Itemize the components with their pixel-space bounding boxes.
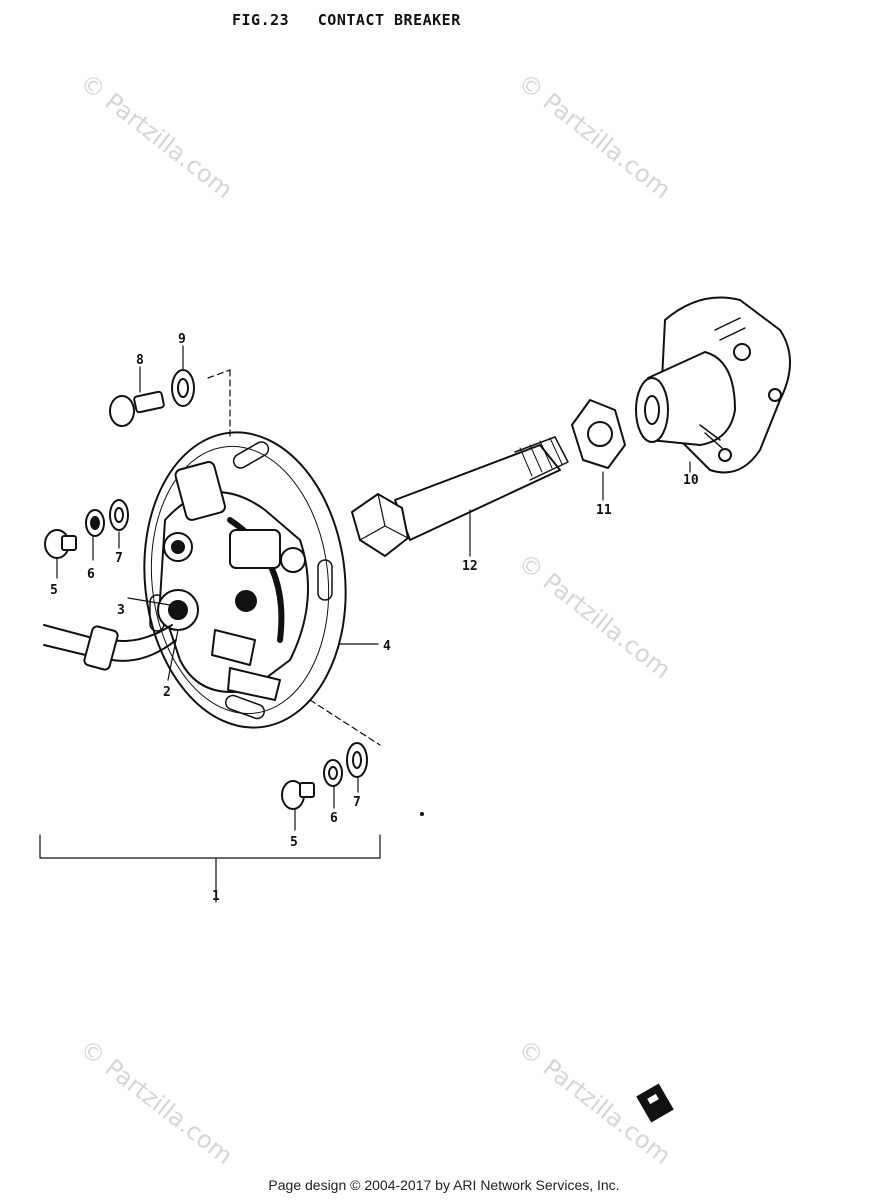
washer-7-left — [109, 499, 129, 531]
screw-5-bottom — [281, 780, 315, 810]
copyright-footer: Page design © 2004-2017 by ARI Network S… — [268, 1177, 620, 1193]
callout-4: 4 — [383, 639, 391, 654]
callout-8: 8 — [136, 353, 144, 368]
callout-7-left: 7 — [115, 551, 123, 566]
screw-8 — [109, 390, 165, 427]
callout-1: 1 — [212, 889, 220, 904]
lead-wire — [43, 624, 177, 671]
leader-lines — [39, 345, 691, 903]
figure-title: FIG.23 CONTACT BREAKER — [232, 11, 461, 29]
callout-9: 9 — [178, 332, 186, 347]
contact-point-assembly — [157, 461, 309, 701]
corner-stamp — [636, 1083, 674, 1123]
shaft-bolt — [351, 436, 569, 557]
screw-5-left — [44, 529, 77, 559]
callout-10: 10 — [683, 473, 699, 488]
callout-2: 2 — [163, 685, 171, 700]
stray-dot — [420, 812, 424, 816]
callout-5-bottom: 5 — [290, 835, 298, 850]
washer-7-bottom — [346, 742, 368, 778]
callout-7-bottom: 7 — [353, 795, 361, 810]
lock-washer-6-bottom — [323, 759, 343, 787]
callout-12: 12 — [462, 559, 478, 574]
advancer-housing — [635, 296, 791, 474]
callout-3: 3 — [117, 603, 125, 618]
callout-6-bottom: 6 — [330, 811, 338, 826]
callout-11: 11 — [596, 503, 612, 518]
washer-9 — [171, 369, 195, 407]
lock-washer-6-left — [85, 509, 105, 537]
callout-5-left: 5 — [50, 583, 58, 598]
nut — [571, 399, 626, 469]
callout-6-left: 6 — [87, 567, 95, 582]
